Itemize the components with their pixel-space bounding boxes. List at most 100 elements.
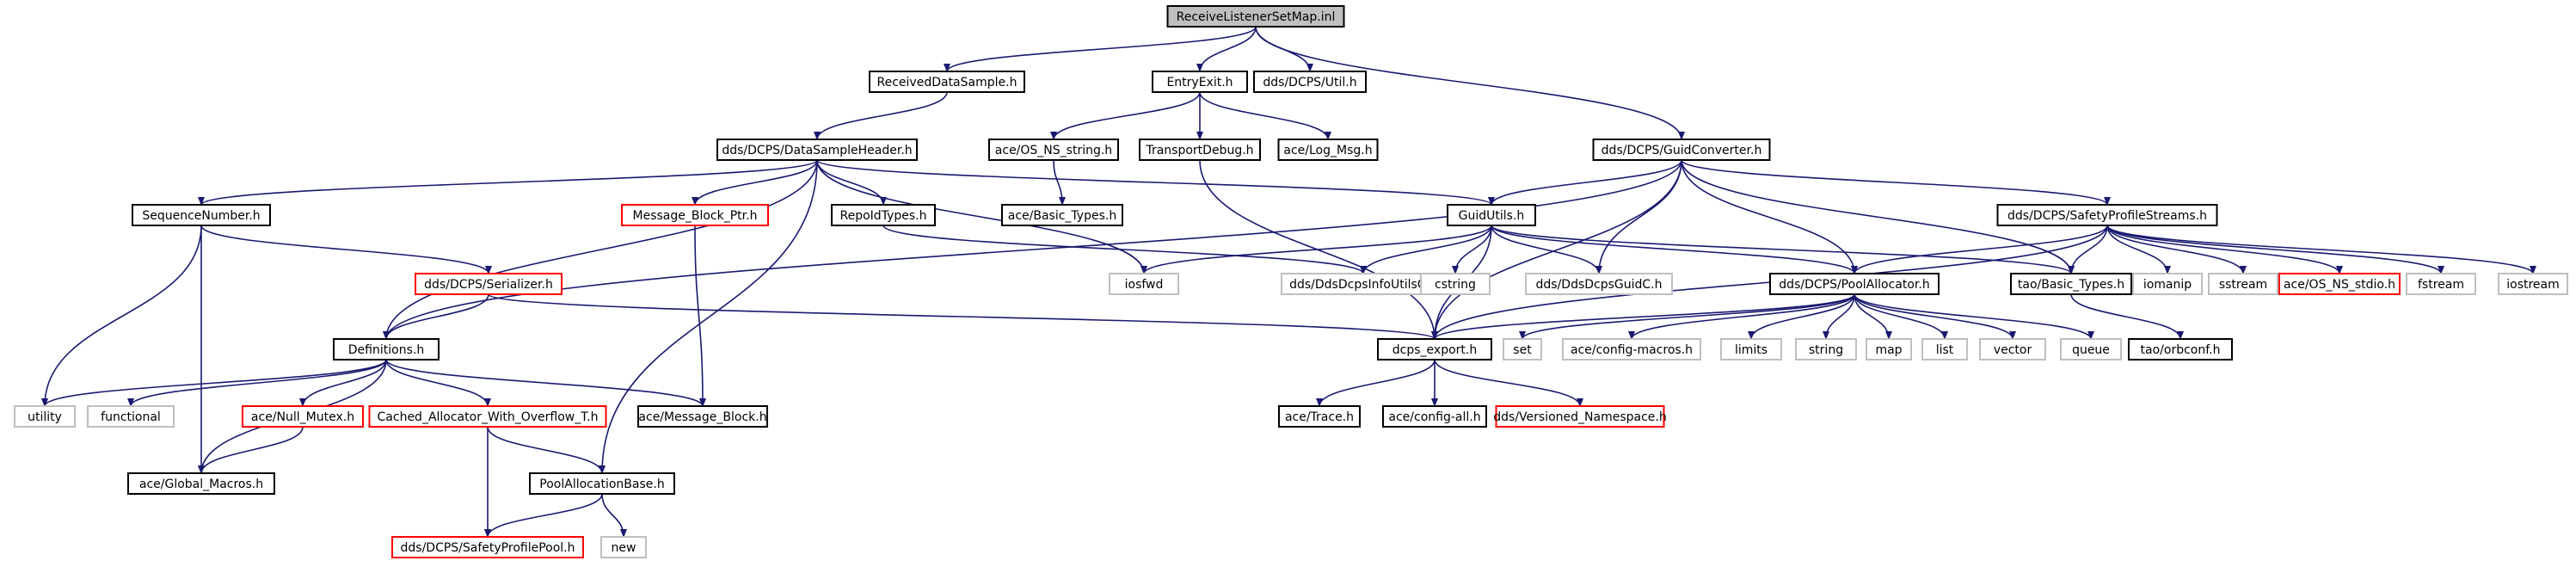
node-sps[interactable]: dds/DCPS/SafetyProfileStreams.h [1996,204,2218,226]
edge-sps-to-fstream [2106,225,2444,274]
node-utility: utility [14,405,76,428]
node-ca[interactable]: ace/config-all.h [1382,405,1487,428]
node-set: set [1503,338,1542,361]
node-util[interactable]: dds/DCPS/Util.h [1253,71,1367,93]
node-box-amb [637,405,768,428]
edge-dsh-to-iosfwd [816,159,1147,274]
node-box-gu [1447,204,1536,226]
edge-sps-to-stdio [2106,225,2343,274]
node-box-utility [14,405,76,428]
node-ee[interactable]: EntryExit.h [1152,71,1248,93]
node-box-fstream [2406,273,2476,295]
edge-nm-to-gm [198,426,304,474]
edge-dsh-to-gu [816,159,1495,206]
edge-pa-to-cm [1628,293,1855,340]
node-stdio[interactable]: ace/OS_NS_stdio.h [2278,273,2401,295]
node-gm[interactable]: ace/Global_Macros.h [127,472,275,495]
node-label-vector: vector [1994,343,2032,357]
node-ser[interactable]: dds/DCPS/Serializer.h [415,273,563,295]
node-amb[interactable]: ace/Message_Block.h [637,405,768,428]
node-mbp[interactable]: Message_Block_Ptr.h [621,204,769,226]
node-td[interactable]: TransportDebug.h [1139,139,1261,161]
node-limits: limits [1720,338,1782,361]
node-defs[interactable]: Definitions.h [333,338,440,361]
node-label-functional: functional [101,410,161,424]
node-box-vector [1979,338,2046,361]
node-label-repo: RepoIdTypes.h [840,209,927,223]
node-iostream: iostream [2498,273,2568,295]
node-osns[interactable]: ace/OS_NS_string.h [988,139,1119,161]
node-box-abt [1001,204,1123,226]
node-cstring: cstring [1420,273,1491,295]
node-orb[interactable]: tao/orbconf.h [2128,338,2233,361]
node-box-nm [242,405,364,428]
node-sn[interactable]: SequenceNumber.h [132,204,271,226]
node-label-stdio: ace/OS_NS_stdio.h [2284,278,2395,292]
node-pa[interactable]: dds/DCPS/PoolAllocator.h [1769,273,1940,295]
node-box-set [1503,338,1542,361]
node-map: map [1866,338,1912,361]
edge-gc-to-dcps [1431,159,1682,340]
edge-pab-to-new [601,493,627,538]
edge-defs-to-amb [385,359,706,407]
node-tbt[interactable]: tao/Basic_Types.h [2010,273,2132,295]
edge-rds-to-dsh [814,91,948,140]
node-gu[interactable]: GuidUtils.h [1447,204,1536,226]
node-dsh[interactable]: dds/DCPS/DataSampleHeader.h [716,139,918,161]
node-box-string [1795,338,1857,361]
edges-layer [41,26,2536,538]
node-box-limits [1720,338,1782,361]
node-label-dcps: dcps_export.h [1393,343,1477,357]
edge-sn-to-utility [41,225,202,407]
edge-gc-to-gu [1488,159,1682,206]
node-label-dsh: dds/DCPS/DataSampleHeader.h [722,144,912,157]
node-gc[interactable]: dds/DCPS/GuidConverter.h [1592,139,1771,161]
node-label-iosfwd: iosfwd [1125,278,1164,292]
node-abt[interactable]: ace/Basic_Types.h [1001,204,1123,226]
node-label-defs: Definitions.h [348,343,424,357]
edge-pa-to-limits [1748,293,1855,340]
edge-gc-to-defs [383,159,1682,340]
node-label-map: map [1875,343,1902,357]
edge-dsh-to-defs [383,159,818,340]
node-box-functional [87,405,175,428]
node-box-repo [831,204,936,226]
node-box-ser [415,273,563,295]
node-spp[interactable]: dds/DCPS/SafetyProfilePool.h [391,536,584,558]
edge-ser-to-defs [383,293,489,340]
node-pab[interactable]: PoolAllocationBase.h [529,472,675,495]
node-label-iostream: iostream [2506,278,2560,292]
node-box-iomanip [2132,273,2203,295]
edge-ser-to-dcps [488,293,1438,340]
node-logmsg[interactable]: ace/Log_Msg.h [1277,139,1379,161]
node-nm[interactable]: ace/Null_Mutex.h [242,405,364,428]
node-label-abt: ace/Basic_Types.h [1008,209,1116,223]
node-repo[interactable]: RepoIdTypes.h [831,204,936,226]
node-cawo[interactable]: Cached_Allocator_With_Overflow_T.h [368,405,607,428]
node-box-vn [1495,405,1665,428]
edge-sn-to-ser [200,225,492,274]
node-box-sn [132,204,271,226]
node-vn[interactable]: dds/Versioned_Namespace.h [1493,405,1667,428]
edge-defs-to-utility [41,359,387,407]
node-label-new: new [612,541,636,555]
node-rds[interactable]: ReceivedDataSample.h [869,71,1025,93]
node-dcps[interactable]: dcps_export.h [1377,338,1492,361]
edge-pa-to-queue [1854,293,2094,340]
node-box-sstream [2208,273,2278,295]
node-cm: ace/config-macros.h [1562,338,1701,361]
node-box-list [1921,338,1968,361]
node-label-sstream: sstream [2219,278,2267,292]
node-trace[interactable]: ace/Trace.h [1278,405,1361,428]
node-box-pab [529,472,675,495]
node-label-info: dds/DdsDcpsInfoUtilsC.h [1289,278,1437,292]
node-label-nm: ace/Null_Mutex.h [251,410,354,424]
edge-osns-to-abt [1053,159,1066,206]
node-box-td [1139,139,1261,161]
edge-gu-to-tbt [1491,225,2075,274]
node-box-mbp [621,204,769,226]
node-label-queue: queue [2072,343,2110,357]
node-label-ca: ace/config-all.h [1388,410,1480,424]
edge-mbp-to-amb [694,225,706,407]
node-box-spp [391,536,584,558]
